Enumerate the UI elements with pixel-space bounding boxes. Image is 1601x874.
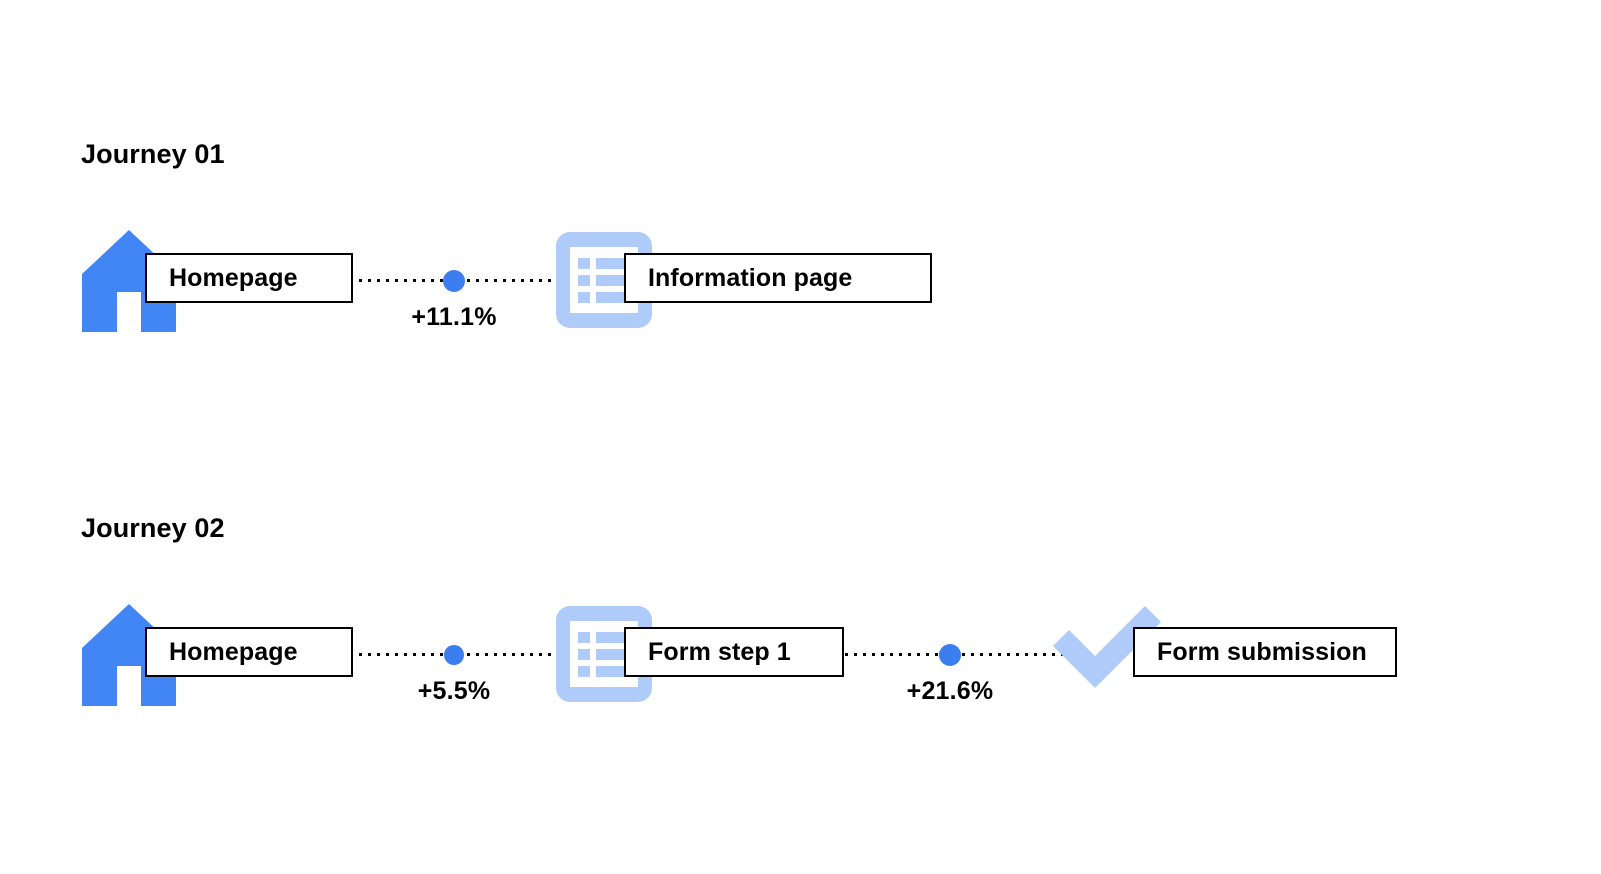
label-box-homepage-j1[interactable]: Homepage [145, 253, 353, 303]
journey-02-title: Journey 02 [81, 513, 225, 543]
checkmark-icon [1049, 594, 1167, 712]
label-box-information-page-j1[interactable]: Information page [624, 253, 932, 303]
metric-value-j2-1: +5.5% [417, 677, 491, 705]
journey-01-title: Journey 01 [81, 139, 225, 169]
label-box-form-submission-j2[interactable]: Form submission [1133, 627, 1397, 677]
label-box-form-step-1-j2[interactable]: Form step 1 [624, 627, 844, 677]
metric-dot-j2-2 [939, 644, 961, 666]
journey-01-flow: Homepage +11.1% [0, 220, 1601, 340]
metric-value-j1-1: +11.1% [411, 303, 497, 331]
label-form-submission-j2: Form submission [1157, 637, 1367, 666]
label-homepage-j2: Homepage [169, 637, 298, 666]
label-information-page-j1: Information page [648, 263, 853, 292]
label-box-homepage-j2[interactable]: Homepage [145, 627, 353, 677]
metric-dot-j2-1 [444, 645, 464, 665]
label-form-step-1-j2: Form step 1 [648, 637, 791, 666]
metric-dot-j1-1 [443, 270, 465, 292]
label-homepage-j1: Homepage [169, 263, 298, 292]
journey-02-flow: Homepage +5.5% [0, 594, 1601, 714]
metric-value-j2-2: +21.6% [906, 677, 994, 705]
